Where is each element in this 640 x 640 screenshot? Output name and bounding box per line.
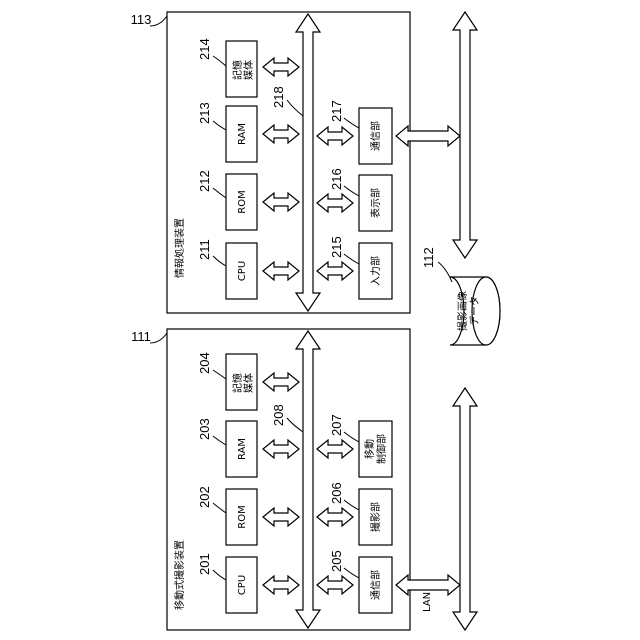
captured-image-database: 撮影画像 データ 112 xyxy=(421,247,500,345)
database-ref: 112 xyxy=(421,247,436,268)
info-input-label: 入力部 xyxy=(369,256,382,286)
database-label-1: 撮影画像 xyxy=(456,291,469,331)
info-rom-ref: 212 xyxy=(197,170,212,192)
info-ram-ref: 213 xyxy=(197,102,212,124)
info-storage-ref: 214 xyxy=(197,38,212,60)
network-lower-arrow xyxy=(453,388,477,630)
mobile-camera-device: 111 移動式撮影装置 208 記憶 媒体 204 RAM 203 ROM 20… xyxy=(131,329,410,630)
info-processing-device: 113 情報処理装置 218 記憶 媒体 214 RAM 213 ROM 212… xyxy=(131,12,410,313)
info-cpu-label: CPU xyxy=(237,261,248,281)
camera-motion-ref: 207 xyxy=(329,414,344,436)
camera-rom-label: ROM xyxy=(237,505,248,528)
camera-ram-label: RAM xyxy=(237,438,248,460)
info-display-label: 表示部 xyxy=(369,188,382,218)
info-storage-label-1: 記憶 xyxy=(231,60,244,80)
camera-bus-ref: 208 xyxy=(271,404,286,426)
info-network-arrow xyxy=(396,126,460,146)
camera-motion-label-1: 移動 xyxy=(363,439,376,459)
lan-label: LAN xyxy=(422,592,433,612)
info-ram-label: RAM xyxy=(237,123,248,145)
info-bus-ref: 218 xyxy=(271,86,286,108)
camera-capture-label: 撮影部 xyxy=(369,502,382,532)
camera-ram-ref: 203 xyxy=(197,418,212,440)
info-display-ref: 216 xyxy=(329,168,344,190)
camera-capture-ref: 206 xyxy=(329,482,344,504)
info-comm-ref: 217 xyxy=(329,100,344,122)
database-leader xyxy=(438,262,452,282)
mobile-camera-leader xyxy=(150,333,167,343)
info-storage-label-2: 媒体 xyxy=(243,60,255,80)
info-processing-title: 情報処理装置 xyxy=(173,218,186,278)
camera-storage-ref: 204 xyxy=(197,352,212,374)
database-label-2: データ xyxy=(468,296,481,326)
camera-comm-ref: 205 xyxy=(329,550,344,572)
camera-rom-ref: 202 xyxy=(197,486,212,508)
camera-comm-label: 通信部 xyxy=(369,570,382,600)
info-rom-label: ROM xyxy=(237,190,248,213)
camera-motion-label-2: 制御部 xyxy=(375,434,388,464)
mobile-camera-title: 移動式撮影装置 xyxy=(173,540,186,610)
info-processing-ref: 113 xyxy=(131,12,152,27)
mobile-camera-ref: 111 xyxy=(131,329,151,344)
camera-cpu-label: CPU xyxy=(237,575,248,595)
camera-cpu-ref: 201 xyxy=(197,553,212,575)
info-processing-leader xyxy=(150,16,167,26)
info-comm-label: 通信部 xyxy=(369,121,382,151)
info-cpu-ref: 211 xyxy=(197,239,212,260)
camera-storage-label-1: 記憶 xyxy=(231,373,244,393)
camera-storage-label-2: 媒体 xyxy=(243,373,255,393)
info-input-ref: 215 xyxy=(329,236,344,258)
